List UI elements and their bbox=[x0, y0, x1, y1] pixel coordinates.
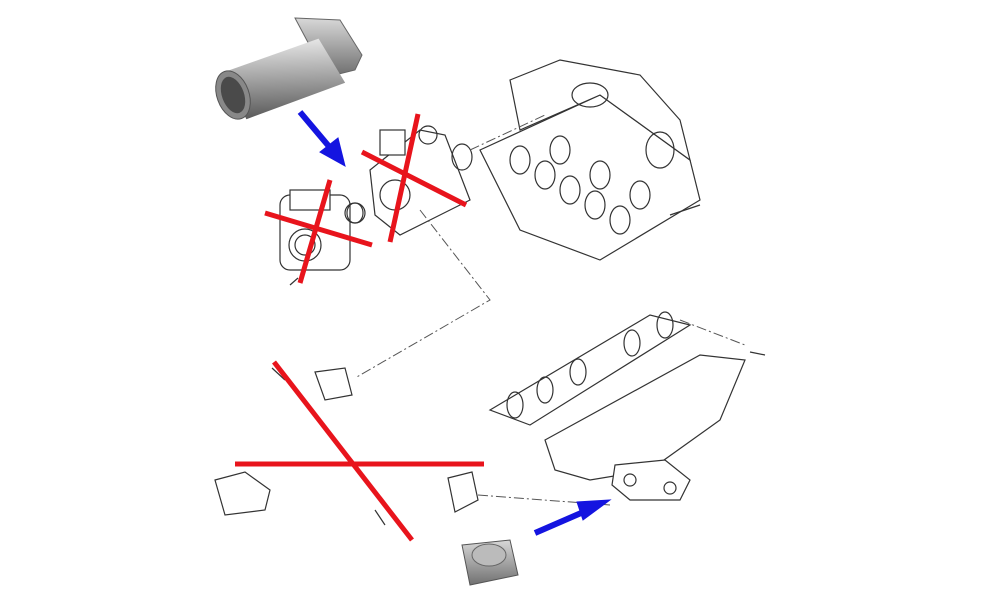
egr-pipe-cross-line-2 bbox=[272, 360, 414, 542]
install-arrows bbox=[297, 110, 612, 536]
intake-manifold-drawing bbox=[479, 59, 701, 261]
exhaust-manifold-drawing bbox=[488, 311, 766, 501]
blanking-plate-image bbox=[461, 539, 519, 586]
replacement-pipe-image bbox=[215, 17, 363, 120]
removed-part-crosses bbox=[235, 113, 484, 542]
arrow-pipe-icon bbox=[297, 110, 346, 168]
egr-cooler-pipe-drawing bbox=[214, 367, 479, 526]
egr-valve-cross-line-2 bbox=[387, 113, 421, 243]
throttle-cross-line-2 bbox=[297, 179, 333, 284]
arrow-plate-icon bbox=[533, 499, 612, 536]
throttle-cross-line-1 bbox=[264, 210, 373, 248]
egr-valve-cross-line-1 bbox=[360, 149, 468, 208]
